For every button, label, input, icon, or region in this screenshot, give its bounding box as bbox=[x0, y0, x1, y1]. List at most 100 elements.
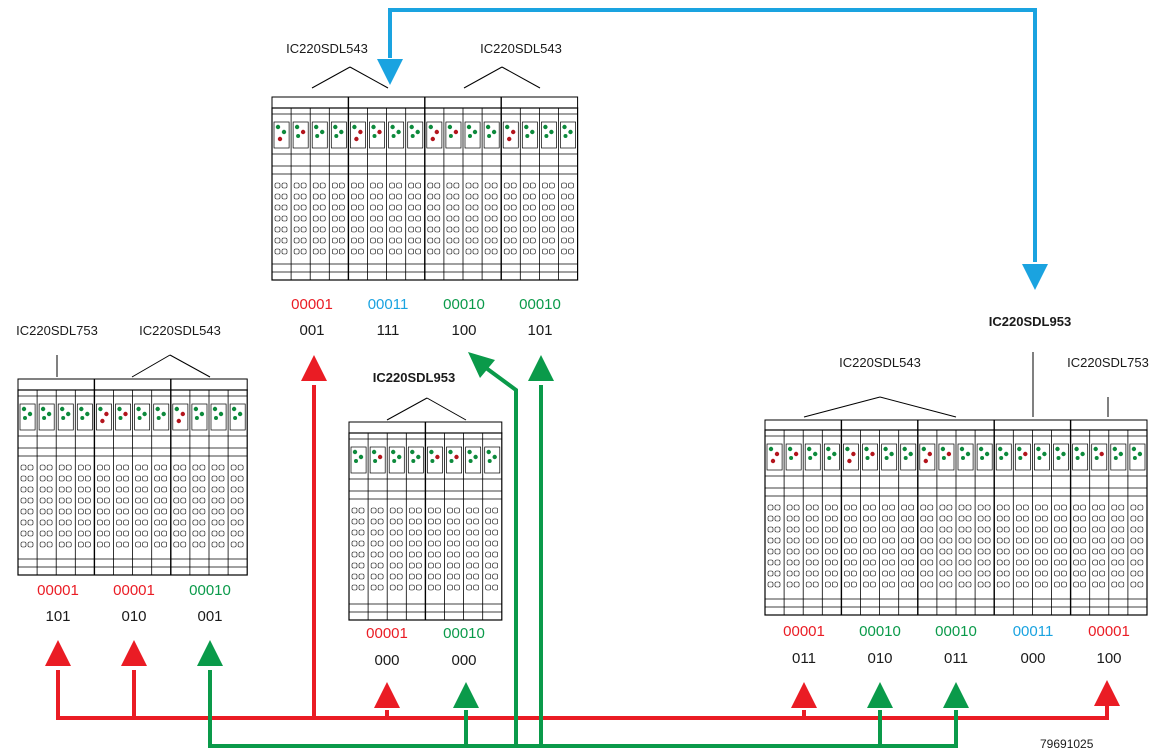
station-0-terminal-hole bbox=[568, 237, 574, 244]
station-1-terminal-hole bbox=[97, 475, 103, 482]
station-3-terminal-hole bbox=[793, 515, 800, 522]
station-0-terminal-hole bbox=[549, 215, 555, 222]
station-1-terminal-hole bbox=[97, 464, 103, 471]
station-0-terminal-hole bbox=[358, 204, 364, 211]
station-2-terminal-hole bbox=[370, 529, 377, 536]
station-1-terminal-hole bbox=[46, 530, 53, 537]
station-2-terminal-hole bbox=[358, 562, 365, 569]
station-0-terminal-hole bbox=[446, 226, 453, 233]
station-0-terminal-hole bbox=[415, 182, 422, 189]
station-3-terminal-hole bbox=[1118, 537, 1125, 544]
station-1-terminal-hole bbox=[192, 519, 199, 526]
station-3-terminal-hole bbox=[831, 581, 838, 588]
station-2-terminal-hole bbox=[454, 507, 460, 514]
station-3-terminal-hole bbox=[946, 526, 953, 533]
station-2-terminal-hole bbox=[415, 551, 422, 558]
station-3-terminal-hole bbox=[824, 559, 831, 566]
station-3-terminal-hole bbox=[774, 515, 781, 522]
station-1-led-status bbox=[142, 411, 147, 417]
station-3-terminal-hole bbox=[927, 515, 934, 522]
station-0-terminal-hole bbox=[472, 215, 479, 222]
station-2-terminal-hole bbox=[454, 573, 460, 580]
station-3-terminal-hole bbox=[965, 559, 972, 566]
station-0-terminal-hole bbox=[331, 182, 338, 189]
station-2-terminal-hole bbox=[358, 529, 365, 536]
station-3-terminal-hole bbox=[786, 570, 793, 577]
station-2-led-green bbox=[371, 449, 377, 455]
station-2-terminal-hole bbox=[435, 507, 441, 514]
red-arrowhead-middle bbox=[374, 682, 400, 708]
station-3-terminal-hole bbox=[851, 537, 857, 544]
station-1-terminal-hole bbox=[39, 486, 46, 493]
station-3-led-ok bbox=[1113, 456, 1118, 460]
station-2-led-ok bbox=[487, 459, 492, 463]
station-0-terminal-hole bbox=[510, 215, 517, 222]
station-0-terminal-hole bbox=[522, 248, 529, 255]
station-3-terminal-hole bbox=[1137, 559, 1144, 566]
station-0-terminal-hole bbox=[408, 182, 415, 189]
station-3-led-green bbox=[1112, 446, 1118, 452]
station-1-led-green bbox=[98, 406, 103, 412]
station-0-terminal-hole bbox=[396, 193, 402, 200]
station-1-terminal-hole bbox=[116, 508, 122, 515]
station-0-terminal-hole bbox=[465, 237, 472, 244]
station-1-terminal-hole bbox=[116, 464, 122, 471]
station-1-terminal-hole bbox=[211, 519, 218, 526]
station-3-terminal-hole bbox=[901, 559, 908, 566]
station-3-terminal-hole bbox=[844, 504, 850, 511]
station-2-terminal-hole bbox=[351, 518, 358, 525]
station-2-terminal-hole bbox=[408, 507, 415, 514]
station-0-led-ok bbox=[525, 134, 530, 138]
station-3-led-green bbox=[1036, 446, 1041, 452]
station-0-terminal-hole bbox=[522, 215, 529, 222]
station-3-led-ok bbox=[961, 456, 965, 460]
station-1-terminal-hole bbox=[123, 486, 129, 493]
station-3-terminal-hole bbox=[946, 581, 953, 588]
station-3-terminal-hole bbox=[984, 570, 991, 577]
station-1-terminal-hole bbox=[27, 475, 34, 482]
station-3-terminal-hole bbox=[920, 548, 927, 555]
station-0-terminal-hole bbox=[446, 215, 453, 222]
station-0-terminal-hole bbox=[274, 248, 281, 255]
station-3-terminal-hole bbox=[965, 581, 972, 588]
bracket-right-543 bbox=[803, 396, 881, 418]
station-1-terminal-hole bbox=[237, 530, 244, 537]
station-3-terminal-hole bbox=[1111, 515, 1118, 522]
station-3-led-green bbox=[864, 446, 869, 452]
station-2-terminal-hole bbox=[396, 507, 403, 514]
station-3-terminal-hole bbox=[958, 526, 965, 533]
station-0-terminal-hole bbox=[331, 215, 338, 222]
station-0-led-ok bbox=[296, 134, 301, 138]
station-3-terminal-hole bbox=[1073, 537, 1079, 544]
station-2-terminal-hole bbox=[358, 540, 365, 547]
station-0-terminal-hole bbox=[338, 204, 345, 211]
station-3-terminal-hole bbox=[908, 515, 915, 522]
station-1-terminal-hole bbox=[211, 530, 218, 537]
station-1-terminal-hole bbox=[161, 475, 167, 482]
station-1-terminal-hole bbox=[192, 530, 199, 537]
station-0-terminal-hole bbox=[568, 226, 574, 233]
station-3-terminal-hole bbox=[927, 504, 934, 511]
station-0-terminal-hole bbox=[389, 248, 395, 255]
station-0-terminal-hole bbox=[465, 226, 472, 233]
station-2-terminal-hole bbox=[466, 540, 472, 547]
station-3-terminal-hole bbox=[1015, 537, 1022, 544]
station-2-terminal-hole bbox=[473, 551, 479, 558]
station-0-terminal-hole bbox=[542, 193, 548, 200]
station-2-terminal-hole bbox=[466, 584, 472, 591]
station-1-terminal-hole bbox=[154, 541, 160, 548]
station-2-terminal-hole bbox=[377, 529, 384, 536]
station-3-terminal-hole bbox=[863, 548, 869, 555]
station-0-terminal-hole bbox=[522, 182, 529, 189]
station-3-terminal-hole bbox=[1003, 581, 1010, 588]
station-1-led-green bbox=[136, 406, 141, 412]
station-1-terminal-hole bbox=[116, 497, 122, 504]
station-1-terminal-hole bbox=[27, 519, 34, 526]
station-3-terminal-hole bbox=[889, 570, 895, 577]
station-3-terminal-hole bbox=[1118, 570, 1125, 577]
station-1-terminal-hole bbox=[173, 541, 180, 548]
station-2-terminal-hole bbox=[447, 562, 453, 569]
station-3-terminal-hole bbox=[1042, 504, 1048, 511]
station-3-terminal-hole bbox=[927, 559, 934, 566]
station-0-terminal-hole bbox=[503, 237, 510, 244]
